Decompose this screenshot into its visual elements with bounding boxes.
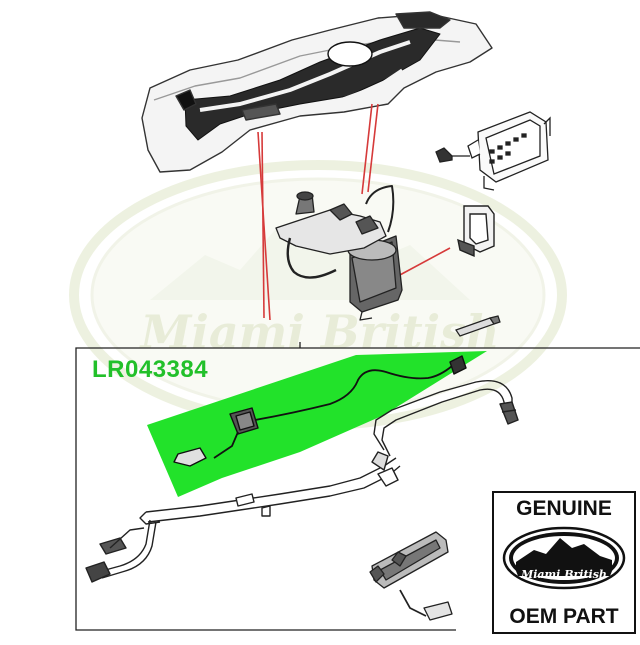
part-number: LR043384 xyxy=(92,356,209,383)
watermark-text: Miami British xyxy=(138,305,499,359)
badge-oem-part-text: OEM PART xyxy=(509,605,619,628)
mountain-icon xyxy=(516,538,612,568)
connector-pin xyxy=(455,315,501,337)
mounting-bracket xyxy=(457,205,495,258)
leader-lines xyxy=(257,103,451,321)
lower-fuel-sender xyxy=(369,531,453,621)
fuel-pump-assembly xyxy=(275,185,403,321)
exploded-view-box xyxy=(75,342,640,631)
miami-british-logo xyxy=(502,526,626,590)
fuel-tank xyxy=(141,11,493,173)
genuine-oem-badge: GENUINE Miami British OEM PART xyxy=(492,491,636,634)
wiring-harness xyxy=(85,380,519,583)
highlighted-part-area xyxy=(147,351,487,497)
fuel-level-sender xyxy=(173,355,467,467)
badge-genuine-text: GENUINE xyxy=(516,497,612,520)
badge-brand-text: Miami British xyxy=(521,568,607,581)
fuel-pump-control-module xyxy=(435,111,551,191)
